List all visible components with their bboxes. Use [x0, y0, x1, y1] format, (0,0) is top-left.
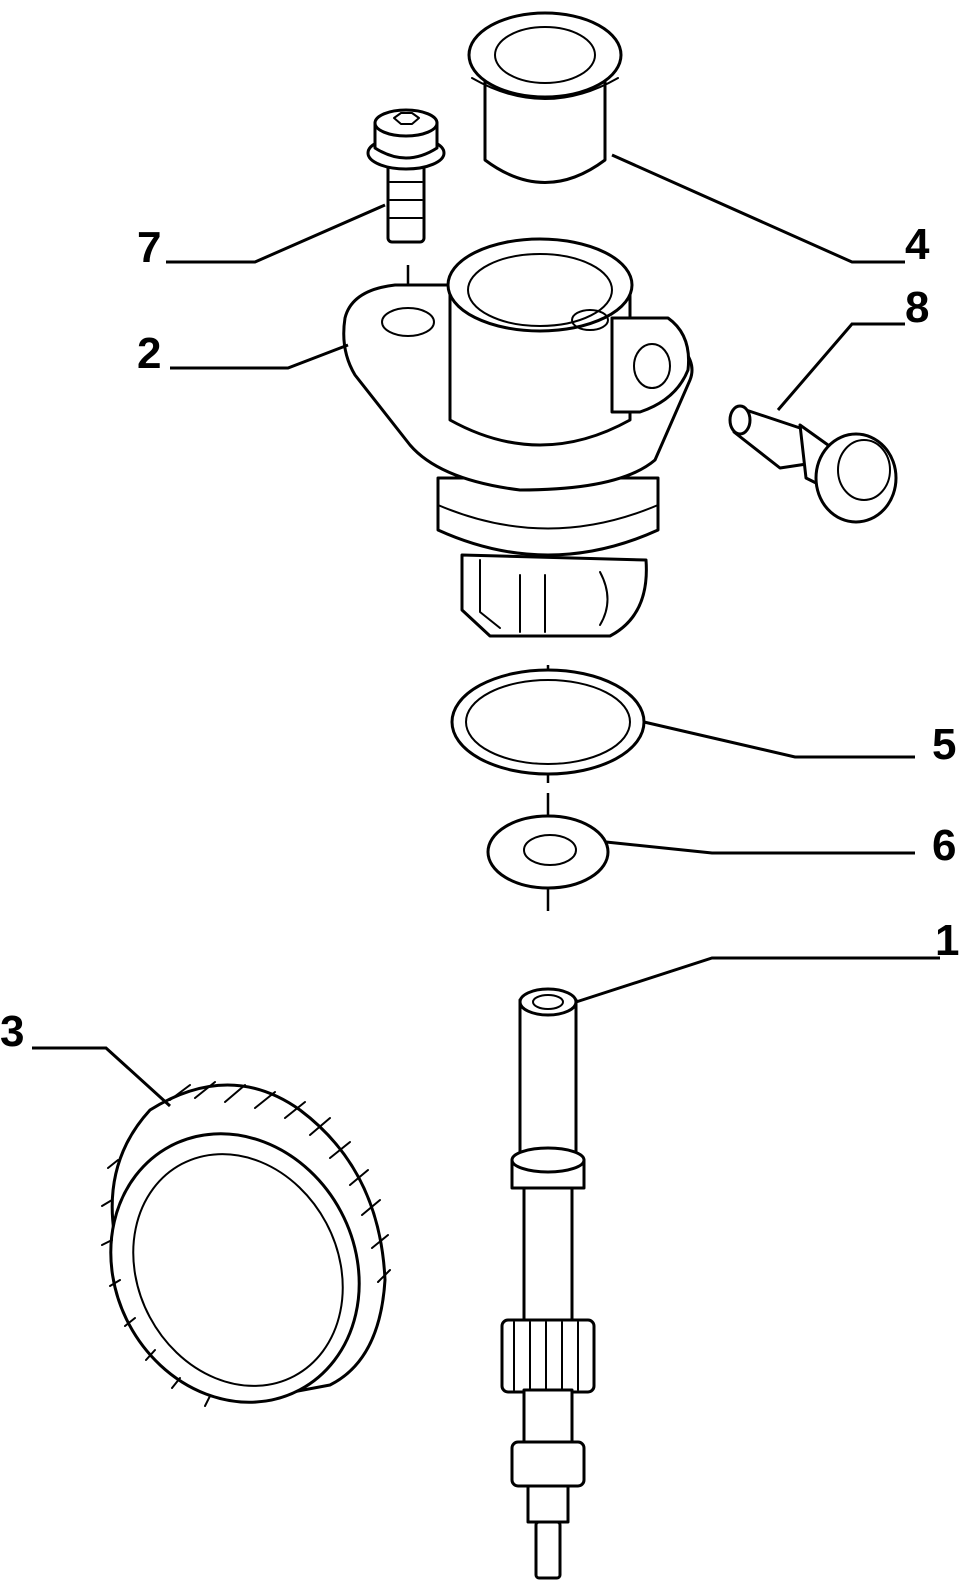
- part-3-gear-ring: [101, 1081, 391, 1407]
- callout-7: 7: [137, 223, 161, 272]
- part-1-shaft: [500, 987, 596, 1580]
- leader-5: [643, 720, 915, 759]
- part-4-cap: [467, 11, 623, 184]
- leader-8: [776, 322, 905, 411]
- callout-2: 2: [137, 329, 161, 378]
- callout-1: 1: [935, 916, 959, 965]
- leader-3: [32, 1046, 172, 1108]
- leader-2: [170, 343, 349, 370]
- callout-4: 4: [905, 220, 930, 269]
- leader-6: [605, 840, 915, 855]
- part-5-o-ring: [450, 668, 646, 776]
- leader-1: [575, 956, 940, 1004]
- callout-5: 5: [932, 720, 956, 769]
- part-7-bolt: [366, 108, 446, 244]
- leader-7: [166, 203, 386, 264]
- leader-4: [611, 153, 905, 264]
- callout-3: 3: [0, 1007, 24, 1056]
- callout-6: 6: [932, 821, 956, 870]
- part-2-housing: [342, 237, 694, 638]
- part-6-washer: [486, 814, 610, 890]
- leader-lines: [32, 153, 940, 1108]
- callout-8: 8: [905, 283, 929, 332]
- callout-labels: 1 2 3 4 5 6 7 8: [0, 220, 959, 1056]
- part-8-pin: [728, 404, 898, 524]
